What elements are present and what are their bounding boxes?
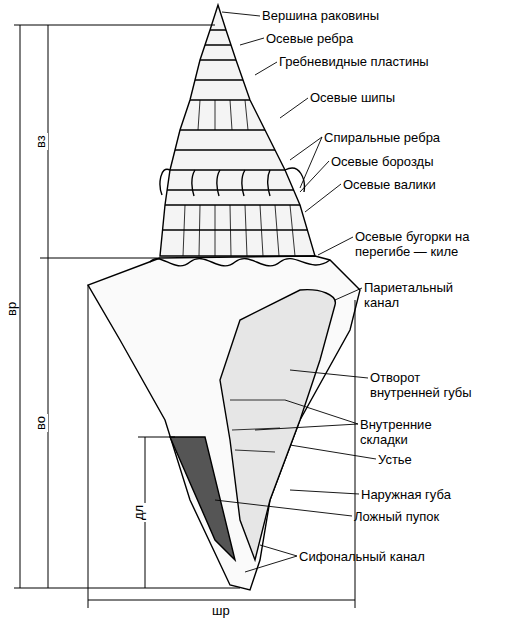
leader-line	[245, 556, 297, 572]
axial-spines	[160, 168, 304, 196]
inner-folds	[230, 400, 285, 452]
axial-ribs-label: Осевые ребра	[266, 31, 353, 46]
keel-tubercles	[150, 259, 330, 266]
outer-lip-label: Наружная губа	[361, 487, 451, 502]
dimension-label: шр	[212, 603, 230, 618]
spiral-ribs-label: Спиральные ребра	[324, 130, 440, 145]
aperture-label: Устье	[378, 452, 412, 467]
dimension-label: вр	[4, 300, 19, 318]
axial-ridges-label: Осевые валики	[343, 177, 436, 192]
axial-ribs	[183, 100, 295, 256]
leader-line	[290, 370, 368, 378]
inner-folds-label: Внутренние складки	[360, 417, 480, 447]
comb-plates-label: Гребневидные пластины	[279, 54, 429, 69]
leader-line	[260, 545, 297, 556]
leader-line	[280, 98, 308, 118]
false-umbilicus	[170, 437, 235, 560]
parietal-canal-label: Париетальный канал	[364, 280, 474, 310]
leader-line	[300, 161, 329, 192]
leader-line	[290, 490, 359, 494]
leader-line	[285, 400, 358, 424]
siphonal-canal-label: Сифональный канал	[299, 549, 425, 564]
apex-label: Вершина раковины	[262, 8, 379, 23]
inner-lip-label: Отворот внутренней губы	[370, 370, 490, 400]
dimension-label: дл	[131, 503, 146, 522]
leader-line	[255, 62, 277, 75]
umbilicus-label: Ложный пупок	[354, 509, 439, 524]
dimension-line	[14, 25, 355, 608]
leader-line	[215, 500, 352, 516]
leader-line	[255, 424, 358, 430]
leader-line	[290, 445, 376, 459]
axial-spines-label: Осевые шипы	[310, 90, 395, 105]
leader-line	[240, 38, 264, 45]
keel-tubercles-label: Осевые бугорки на перегибе — киле	[355, 229, 505, 259]
shell-body-whorl	[88, 256, 360, 590]
leader-line	[305, 184, 341, 212]
leader-line	[335, 288, 362, 300]
leader-line	[318, 237, 353, 255]
axial-grooves-label: Осевые борозды	[331, 154, 434, 169]
aperture	[220, 290, 335, 560]
dimension-label: во	[33, 414, 48, 432]
leader-line	[222, 12, 260, 16]
dimension-label: вз	[33, 133, 48, 150]
